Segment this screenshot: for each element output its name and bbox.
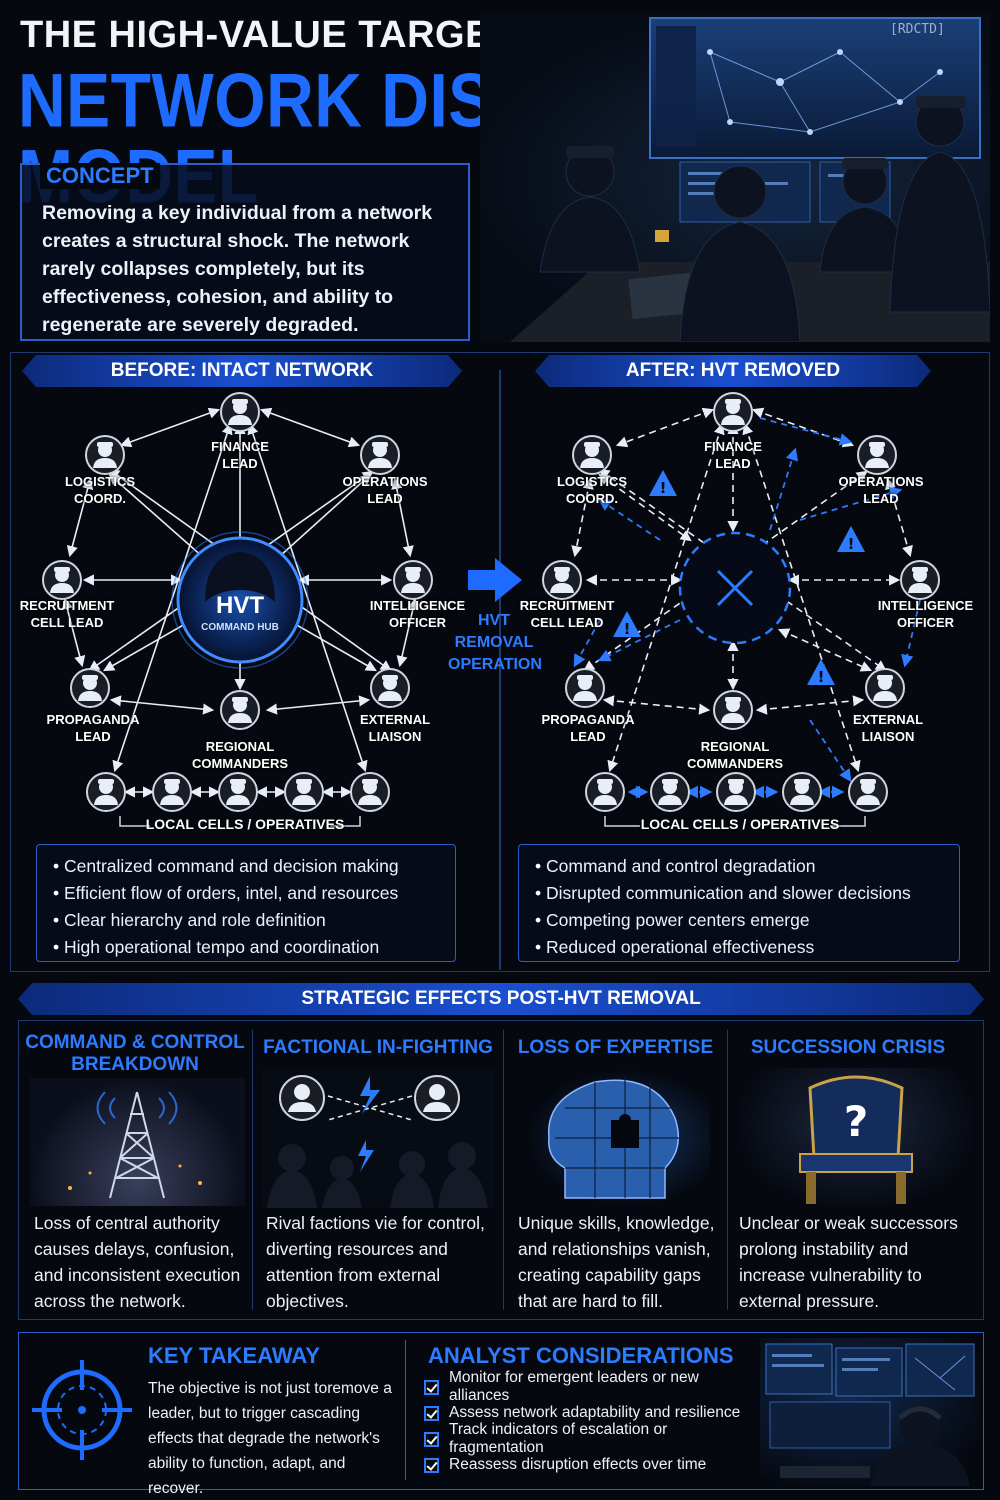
effects-frame (18, 1020, 984, 1320)
cell-1-icon (86, 772, 126, 812)
redacted-stamp: [RDCTD] (890, 22, 945, 37)
checkbox-icon (424, 1431, 439, 1447)
before-bullet: Efficient flow of orders, intel, and res… (53, 880, 439, 907)
analyst-item: Monitor for emergent leaders or new alli… (424, 1369, 754, 1404)
after-bullet: Reduced operational effectiveness (535, 934, 943, 961)
effects-band: STRATEGIC EFFECTS POST-HVT REMOVAL (18, 983, 984, 1015)
after-bullet: Disrupted communication and slower decis… (535, 880, 943, 907)
recruitment-icon (42, 560, 82, 600)
intelligence-icon (393, 560, 433, 600)
operations-icon (360, 435, 400, 475)
hvt-hub-title: HVT (216, 592, 264, 619)
propaganda-icon (70, 668, 110, 708)
cell-4-icon (284, 772, 324, 812)
external-icon (370, 668, 410, 708)
effect-4-title: SUCCESSION CRISIS (750, 1037, 946, 1058)
tower-illustration (30, 1078, 245, 1206)
panel-divider (499, 370, 501, 970)
effect-3-text: Unique skills, knowledge, and relationsh… (518, 1213, 715, 1311)
checkbox-icon (424, 1405, 439, 1421)
concept-text: Removing a key individual from a network… (42, 202, 433, 336)
svg-text:!: ! (624, 620, 631, 638)
analyst-list: Monitor for emergent leaders or new alli… (424, 1369, 754, 1478)
transition-arrow-icon (468, 558, 522, 602)
takeaway-title: KEY TAKEAWAY (148, 1343, 320, 1368)
lightning-icon (360, 1076, 380, 1114)
after-band: AFTER: HVT REMOVED (535, 355, 931, 387)
cell-2-icon (152, 772, 192, 812)
logistics-icon (85, 435, 125, 475)
network-comparison-frame (10, 352, 990, 972)
svg-text:!: ! (848, 535, 855, 553)
network-diagrams: ! ! ! ! (42, 392, 940, 827)
checkbox-icon (424, 1457, 439, 1473)
effect-3-title: LOSS OF EXPERTISE (517, 1037, 714, 1058)
warning-icons: ! ! ! ! (613, 470, 865, 686)
analyst-item: Assess network adaptability and resilien… (424, 1400, 754, 1426)
analyst-title: ANALYST CONSIDERATIONS (428, 1343, 734, 1368)
after-bullet: Command and control degradation (535, 853, 943, 880)
svg-text:!: ! (818, 668, 825, 686)
regional-icon (220, 690, 260, 730)
concept-box: CONCEPT Removing a key individual from a… (20, 163, 470, 341)
before-band: BEFORE: INTACT NETWORK (22, 355, 462, 387)
analyst-item: Reassess disruption effects over time (424, 1452, 754, 1478)
question-mark-icon: ? (844, 1097, 868, 1146)
before-bullet: Centralized command and decision making (53, 853, 439, 880)
lightning-icon (358, 1140, 374, 1172)
before-bullets: Centralized command and decision making … (36, 844, 456, 962)
factional-illustration (262, 1068, 494, 1208)
concept-title: CONCEPT (40, 163, 160, 189)
effect-2-text: Rival factions vie for control, divertin… (266, 1213, 485, 1311)
throne-illustration: ? (740, 1068, 972, 1208)
hero-operators-illustration (480, 12, 990, 342)
before-local-cells-label: LOCAL CELLS / OPERATIVES (145, 816, 345, 832)
analyst-workstation-illustration (760, 1338, 980, 1486)
effect-1-text: Loss of central authority causes delays,… (34, 1213, 241, 1311)
finance-lead-icon (220, 392, 260, 432)
analyst-item: Track indicators of escalation or fragme… (424, 1421, 754, 1456)
after-local-cells-label: LOCAL CELLS / OPERATIVES (640, 816, 840, 832)
hooded-figure-icon (205, 552, 275, 602)
cell-5-icon (350, 772, 390, 812)
before-bullet: Clear hierarchy and role definition (53, 907, 439, 934)
effect-4-text: Unclear or weak successors prolong insta… (739, 1213, 958, 1311)
svg-text:!: ! (660, 479, 667, 497)
hvt-hub-subtitle: COMMAND HUB (201, 622, 279, 633)
takeaway-text: The objective is not just toremove a lea… (148, 1380, 392, 1497)
crosshair-icon (32, 1360, 132, 1460)
after-bullet: Competing power centers emerge (535, 907, 943, 934)
before-bullet: High operational tempo and coordination (53, 934, 439, 961)
checkbox-icon (424, 1379, 439, 1395)
effect-2-title: FACTIONAL IN-FIGHTING (263, 1037, 493, 1058)
removed-x-icon (716, 569, 754, 607)
hvt-hub-circle (176, 536, 304, 664)
cell-3-icon (218, 772, 258, 812)
after-bullets: Command and control degradation Disrupte… (518, 844, 960, 962)
bottom-frame (18, 1332, 984, 1490)
puzzle-head-illustration (525, 1068, 710, 1208)
